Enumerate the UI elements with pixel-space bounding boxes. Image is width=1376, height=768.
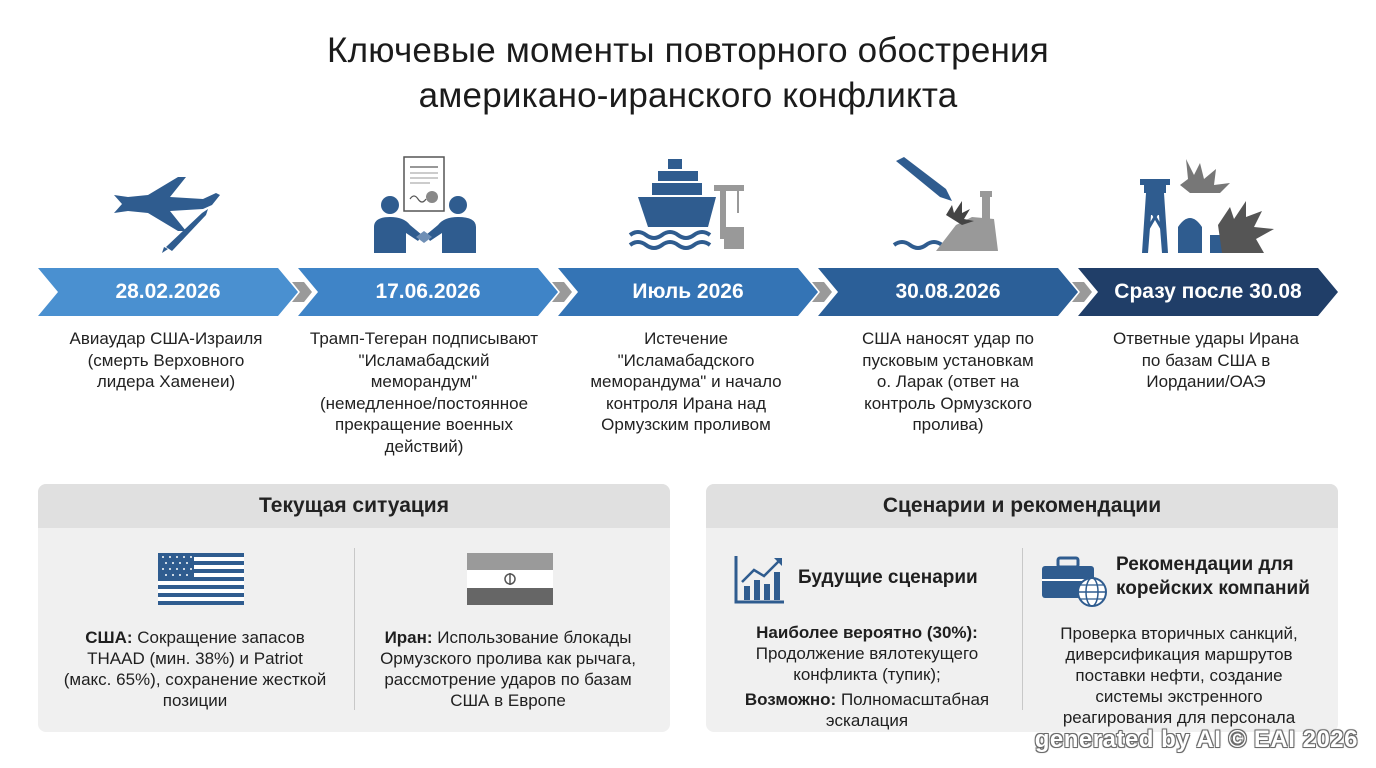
timeline-separator-4 bbox=[1072, 282, 1092, 302]
scenarios-divider bbox=[1022, 548, 1023, 710]
timeline-arrow-1: 28.02.2026 bbox=[38, 268, 298, 316]
handshake-document-icon bbox=[370, 155, 480, 255]
missile-strike-icon bbox=[890, 155, 1005, 255]
timeline-arrow-5: Сразу после 30.08 bbox=[1078, 268, 1338, 316]
page-title: Ключевые моменты повторного обострения а… bbox=[0, 28, 1376, 118]
timeline-arrow-3: Июль 2026 bbox=[558, 268, 818, 316]
growth-chart-icon bbox=[734, 554, 786, 604]
timeline-separator-2 bbox=[552, 282, 572, 302]
watermark: generated by AI © EAI 2026 bbox=[1034, 726, 1358, 753]
iran-situation-text: Иран: Использование блокады Ормузского п… bbox=[380, 628, 636, 710]
briefcase-globe-icon bbox=[1040, 556, 1110, 608]
current-situation-header: Текущая ситуация bbox=[38, 484, 670, 528]
recommendations-title: Рекомендации для корейских компаний bbox=[1116, 554, 1310, 599]
usa-situation-text: США: Сокращение запасов THAAD (мин. 38%)… bbox=[63, 628, 327, 710]
timeline-arrow-2: 17.06.2026 bbox=[298, 268, 558, 316]
current-situation-divider bbox=[354, 548, 355, 710]
timeline-date-5: Сразу после 30.08 bbox=[1114, 280, 1302, 303]
future-scenarios-text: Наиболее вероятно (30%): Продолжение вял… bbox=[744, 623, 990, 730]
base-explosion-icon bbox=[1134, 155, 1279, 255]
timeline-separator-1 bbox=[292, 282, 312, 302]
future-scenarios-title: Будущие сценарии bbox=[798, 567, 978, 588]
timeline-date-2: 17.06.2026 bbox=[375, 280, 481, 303]
timeline-separator-3 bbox=[812, 282, 832, 302]
timeline-date-1: 28.02.2026 bbox=[115, 280, 221, 303]
usa-flag-icon bbox=[158, 553, 244, 605]
timeline-date-3: Июль 2026 bbox=[632, 280, 744, 303]
timeline-date-4: 30.08.2026 bbox=[895, 280, 1001, 303]
timeline-arrow-4: 30.08.2026 bbox=[818, 268, 1078, 316]
scenarios-header: Сценарии и рекомендации bbox=[706, 484, 1338, 528]
recommendations-text: Проверка вторичных санкций, диверсификац… bbox=[1060, 624, 1298, 727]
ship-port-icon bbox=[628, 155, 748, 255]
iran-flag-icon bbox=[467, 553, 553, 605]
title-line-1: Ключевые моменты повторного обострения bbox=[327, 31, 1049, 70]
title-line-2: американо-иранского конфликта bbox=[418, 76, 958, 115]
fighter-jet-missile-icon bbox=[108, 165, 223, 255]
